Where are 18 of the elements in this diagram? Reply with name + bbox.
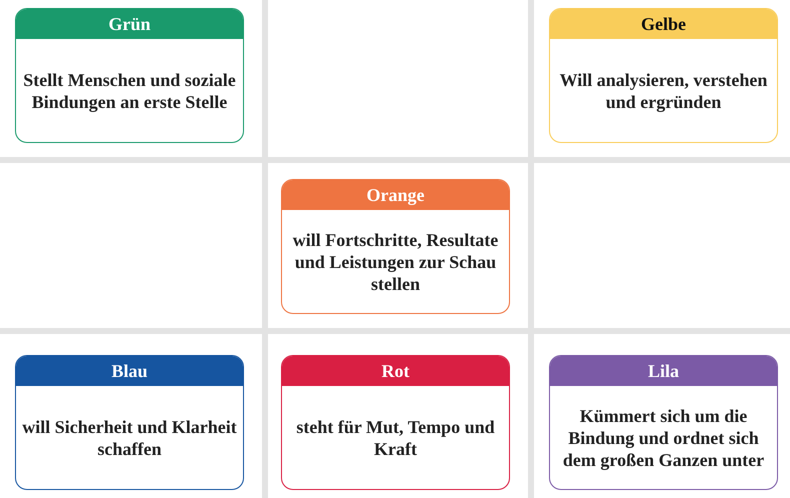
card-text: will Sicherheit und Klarheit schaffen xyxy=(22,416,237,460)
card-header: Blau xyxy=(16,356,243,386)
card xyxy=(15,355,244,490)
card xyxy=(281,355,510,490)
card-text: Will analysieren, verstehen und ergründen xyxy=(558,68,768,112)
card-header: Gelbe xyxy=(550,9,777,39)
card-header: Lila xyxy=(550,356,777,386)
card-header: Grün xyxy=(16,9,243,39)
card xyxy=(549,355,778,490)
card-text: steht für Mut, Tempo und Kraft xyxy=(295,416,496,460)
card-header: Orange xyxy=(282,180,509,210)
card xyxy=(281,179,510,314)
card-header: Rot xyxy=(282,356,509,386)
card xyxy=(15,8,244,143)
card-text: will Fortschritte, Resultate und Leistungen zur Schau stellen xyxy=(292,228,500,294)
card xyxy=(549,8,778,143)
card-text: Stellt Menschen und soziale Bindungen an erste Stelle xyxy=(22,68,237,112)
card-text: Kümmert sich um die Bindung und ordnet sich dem großen Ganzen unter xyxy=(562,404,766,470)
